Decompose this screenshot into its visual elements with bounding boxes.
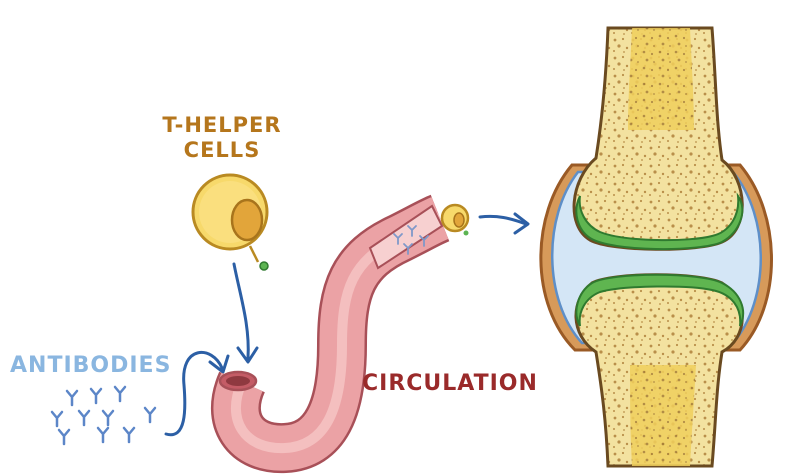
t-helper-cell-small <box>440 203 470 236</box>
arrow-antibodies-to-vessel <box>164 351 230 437</box>
circulation-label: CIRCULATION <box>362 371 538 396</box>
antibodies-label: ANTIBODIES <box>10 353 171 378</box>
blood-vessel <box>211 194 450 473</box>
t-helper-cell <box>191 173 269 271</box>
t-helper-label-line2: CELLS <box>184 138 261 162</box>
vessel-antibodies <box>393 225 429 255</box>
arrow-cells-to-vessel <box>232 262 259 364</box>
antibody-cluster <box>50 385 157 446</box>
t-helper-label-line1: T-HELPER <box>162 113 281 137</box>
synovial-joint <box>539 26 773 468</box>
arrow-vessel-to-joint <box>478 212 530 235</box>
